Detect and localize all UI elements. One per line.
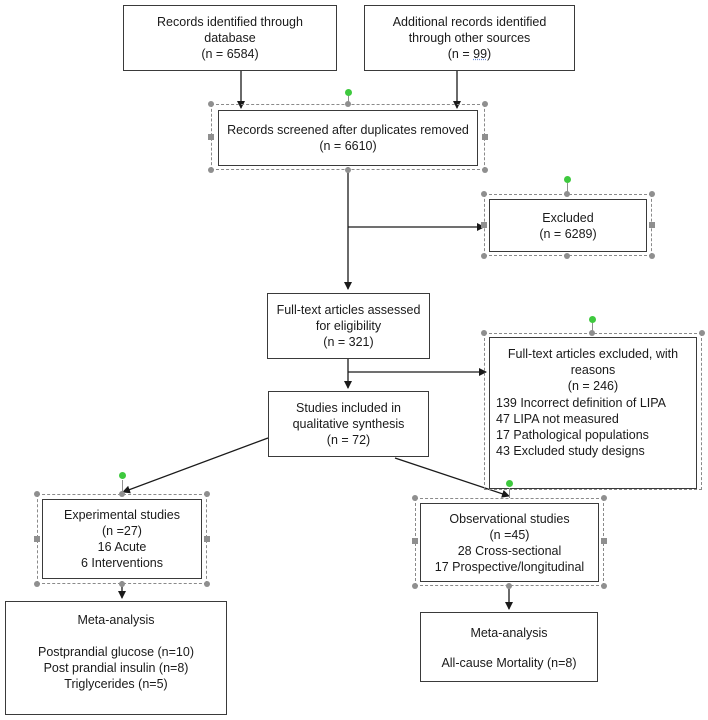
experimental-studies-box[interactable]: Experimental studies (n =27) 16 Acute 6 … (42, 499, 202, 579)
excluded-rotate-stem (567, 183, 568, 194)
fulltext-line1: Full-text articles assessed (276, 303, 421, 317)
fulltext-excluded-handle-t[interactable] (589, 330, 595, 336)
screened-line1: Records screened after duplicates remove… (227, 123, 469, 137)
screened-handle-bl[interactable] (208, 167, 214, 173)
additional-line2: through other sources (408, 31, 531, 45)
excluded-handle-tl[interactable] (481, 191, 487, 197)
observational-studies-box[interactable]: Observational studies (n =45) 28 Cross-s… (420, 503, 599, 582)
screened-handle-l[interactable] (208, 134, 214, 140)
included-count: (n = 72) (326, 433, 371, 447)
observational-handle-r[interactable] (601, 538, 607, 544)
experimental-handle-tr[interactable] (204, 491, 210, 497)
screened-rotate-handle[interactable] (345, 89, 352, 96)
observational-title: Observational studies (449, 511, 570, 526)
fulltext-excluded-box[interactable]: Full-text articles excluded, with reason… (489, 337, 697, 489)
meta-observational-item: All-cause Mortality (n=8) (441, 656, 577, 670)
experimental-rotate-stem (122, 480, 123, 494)
included-line2: qualitative synthesis (292, 417, 405, 431)
excluded-handle-l[interactable] (481, 222, 487, 228)
meta-experimental-item: Triglycerides (n=5) (64, 677, 168, 691)
observational-rotate-handle[interactable] (506, 480, 513, 487)
experimental-handle-t[interactable] (119, 491, 125, 497)
observational-handle-l[interactable] (412, 538, 418, 544)
exclusion-reason: 47 LIPA not measured (496, 412, 619, 426)
fulltext-excluded-line2: reasons (570, 363, 616, 377)
excluded-handle-br[interactable] (649, 253, 655, 259)
excluded-handle-tr[interactable] (649, 191, 655, 197)
meta-analysis-experimental-box[interactable]: Meta-analysis Postprandial glucose (n=10… (5, 601, 227, 715)
experimental-handle-tl[interactable] (34, 491, 40, 497)
fulltext-assessed-box[interactable]: Full-text articles assessed for eligibil… (267, 293, 430, 359)
excluded-rotate-handle[interactable] (564, 176, 571, 183)
excluded-box[interactable]: Excluded (n = 6289) (489, 199, 647, 252)
meta-experimental-title: Meta-analysis (77, 613, 155, 627)
screened-handle-b[interactable] (345, 167, 351, 173)
fulltext-excluded-handle-tl[interactable] (481, 330, 487, 336)
experimental-handle-br[interactable] (204, 581, 210, 587)
observational-handle-br[interactable] (601, 583, 607, 589)
experimental-rotate-handle[interactable] (119, 472, 126, 479)
identified-line1: Records identified through (157, 15, 303, 29)
screened-handle-t[interactable] (345, 101, 351, 107)
screened-handle-br[interactable] (482, 167, 488, 173)
experimental-title: Experimental studies (63, 508, 181, 522)
meta-analysis-observational-box[interactable]: Meta-analysis All-cause Mortality (n=8) (420, 612, 598, 682)
exclusion-reason: 139 Incorrect definition of LIPA (496, 396, 667, 410)
fulltext-excluded-count: (n = 246) (567, 379, 619, 393)
meta-experimental-item: Post prandial insulin (n=8) (43, 661, 189, 675)
fulltext-line2: for eligibility (315, 319, 382, 333)
experimental-handle-bl[interactable] (34, 581, 40, 587)
excluded-label: Excluded (542, 210, 594, 225)
included-line1: Studies included in (296, 401, 401, 415)
observational-count: (n =45) (489, 527, 530, 542)
experimental-handle-r[interactable] (204, 536, 210, 542)
additional-count: (n = 99) (448, 46, 491, 62)
additional-count-suffix: ) (487, 47, 492, 61)
observational-handle-tr[interactable] (601, 495, 607, 501)
screened-handle-tl[interactable] (208, 101, 214, 107)
exclusion-reason: 43 Excluded study designs (496, 444, 645, 458)
additional-records-box[interactable]: Additional records identified through ot… (364, 5, 575, 71)
experimental-count: (n =27) (102, 524, 142, 538)
experimental-acute: 16 Acute (97, 540, 147, 554)
observational-prospective: 17 Prospective/longitudinal (434, 559, 585, 574)
identified-count: (n = 6584) (201, 47, 259, 61)
screened-handle-r[interactable] (482, 134, 488, 140)
records-screened-box[interactable]: Records screened after duplicates remove… (218, 110, 478, 166)
excluded-handle-bl[interactable] (481, 253, 487, 259)
meta-experimental-item: Postprandial glucose (n=10) (38, 645, 194, 659)
fulltext-excluded-rotate-stem (592, 323, 593, 333)
excluded-handle-r[interactable] (649, 222, 655, 228)
excluded-handle-b[interactable] (564, 253, 570, 259)
experimental-interventions: 6 Interventions (81, 556, 163, 570)
meta-observational-title: Meta-analysis (470, 626, 548, 640)
fulltext-count: (n = 321) (323, 335, 374, 349)
fulltext-excluded-line1: Full-text articles excluded, with (507, 347, 679, 361)
fulltext-excluded-rotate-handle[interactable] (589, 316, 596, 323)
fulltext-excluded-handle-tr[interactable] (699, 330, 705, 336)
observational-rotate-stem (509, 488, 510, 498)
arrow-included-to-experimental (122, 437, 269, 494)
screened-count: (n = 6610) (319, 139, 377, 153)
screened-handle-tr[interactable] (482, 101, 488, 107)
studies-included-box[interactable]: Studies included in qualitative synthesi… (268, 391, 429, 457)
experimental-handle-l[interactable] (34, 536, 40, 542)
observational-cross-sectional: 28 Cross-sectional (457, 543, 562, 558)
experimental-handle-b[interactable] (119, 581, 125, 587)
identified-line2: database (204, 31, 256, 45)
additional-count-value: 99 (473, 47, 488, 61)
additional-line1: Additional records identified (392, 15, 547, 29)
additional-count-prefix: (n = (447, 47, 474, 61)
excluded-handle-t[interactable] (564, 191, 570, 197)
observational-handle-b[interactable] (506, 583, 512, 589)
screened-rotate-stem (348, 95, 349, 104)
observational-handle-tl[interactable] (412, 495, 418, 501)
exclusion-reason: 17 Pathological populations (496, 428, 649, 442)
observational-handle-bl[interactable] (412, 583, 418, 589)
records-identified-box[interactable]: Records identified through database (n =… (123, 5, 337, 71)
excluded-count: (n = 6289) (539, 226, 597, 241)
